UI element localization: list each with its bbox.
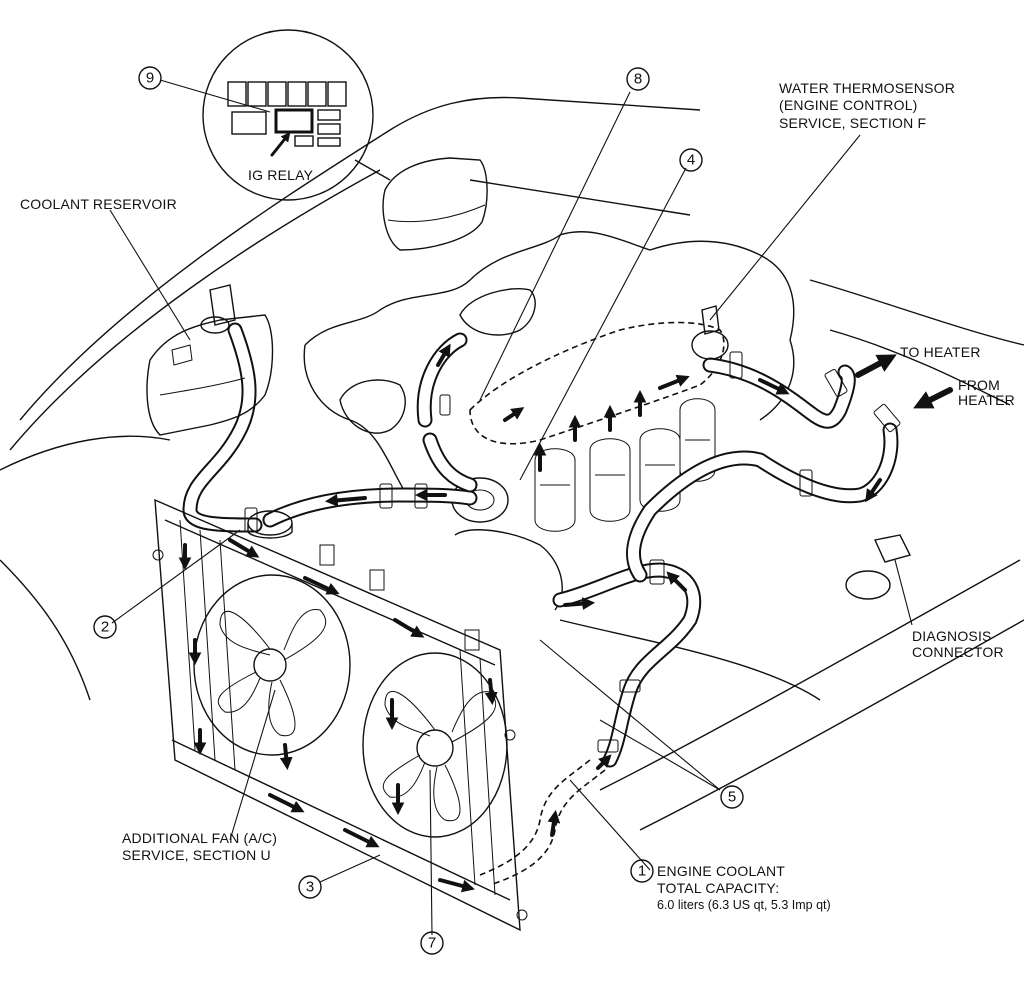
svg-text:8: 8 bbox=[634, 71, 642, 88]
label-diagnosis-line1: DIAGNOSIS bbox=[912, 628, 992, 644]
svg-text:9: 9 bbox=[146, 70, 154, 87]
callout-5: 5 bbox=[720, 785, 744, 809]
svg-text:7: 7 bbox=[428, 935, 436, 952]
label-thermosensor-line2: (ENGINE CONTROL) bbox=[779, 97, 918, 113]
svg-text:5: 5 bbox=[728, 789, 736, 806]
flow-arrows bbox=[178, 343, 953, 893]
callout-4: 4 bbox=[679, 148, 703, 172]
callout-2: 2 bbox=[93, 615, 117, 639]
label-fan-line2: SERVICE, SECTION U bbox=[122, 847, 271, 863]
water-thermosensor bbox=[691, 305, 729, 360]
leader-lines bbox=[109, 79, 913, 936]
callout-3: 3 bbox=[298, 875, 322, 899]
label-to-heater: TO HEATER bbox=[900, 344, 981, 360]
svg-text:3: 3 bbox=[306, 879, 314, 896]
coolant-hoses bbox=[182, 322, 899, 886]
label-coolant-reservoir: COOLANT RESERVOIR bbox=[20, 196, 177, 212]
svg-text:1: 1 bbox=[638, 863, 646, 880]
vehicle-body-outline bbox=[0, 96, 1024, 831]
label-coolant-capacity-line1: ENGINE COOLANT bbox=[657, 863, 785, 879]
label-coolant-capacity-line2: TOTAL CAPACITY: bbox=[657, 880, 779, 896]
relay-box bbox=[354, 157, 488, 251]
engine-block bbox=[303, 231, 795, 611]
diagnosis-connector bbox=[845, 534, 912, 600]
callout-7: 7 bbox=[420, 931, 444, 955]
svg-text:2: 2 bbox=[101, 619, 109, 636]
label-thermosensor-line3: SERVICE, SECTION F bbox=[779, 115, 926, 131]
label-ig-relay: IG RELAY bbox=[248, 167, 314, 183]
callout-9: 9 bbox=[138, 66, 162, 90]
radiator bbox=[152, 498, 528, 932]
callout-1: 1 bbox=[630, 859, 654, 883]
label-coolant-capacity-line3: 6.0 liters (6.3 US qt, 5.3 Imp qt) bbox=[657, 898, 831, 912]
svg-text:4: 4 bbox=[687, 152, 695, 169]
label-from-heater-line1: FROM bbox=[958, 377, 1000, 393]
relay-inset bbox=[202, 29, 374, 201]
label-from-heater-line2: HEATER bbox=[958, 392, 1015, 408]
label-fan-line1: ADDITIONAL FAN (A/C) bbox=[122, 830, 277, 846]
label-diagnosis-line2: CONNECTOR bbox=[912, 644, 1004, 660]
coolant-reservoir bbox=[146, 284, 274, 436]
label-thermosensor-line1: WATER THERMOSENSOR bbox=[779, 80, 955, 96]
callout-8: 8 bbox=[626, 67, 650, 91]
